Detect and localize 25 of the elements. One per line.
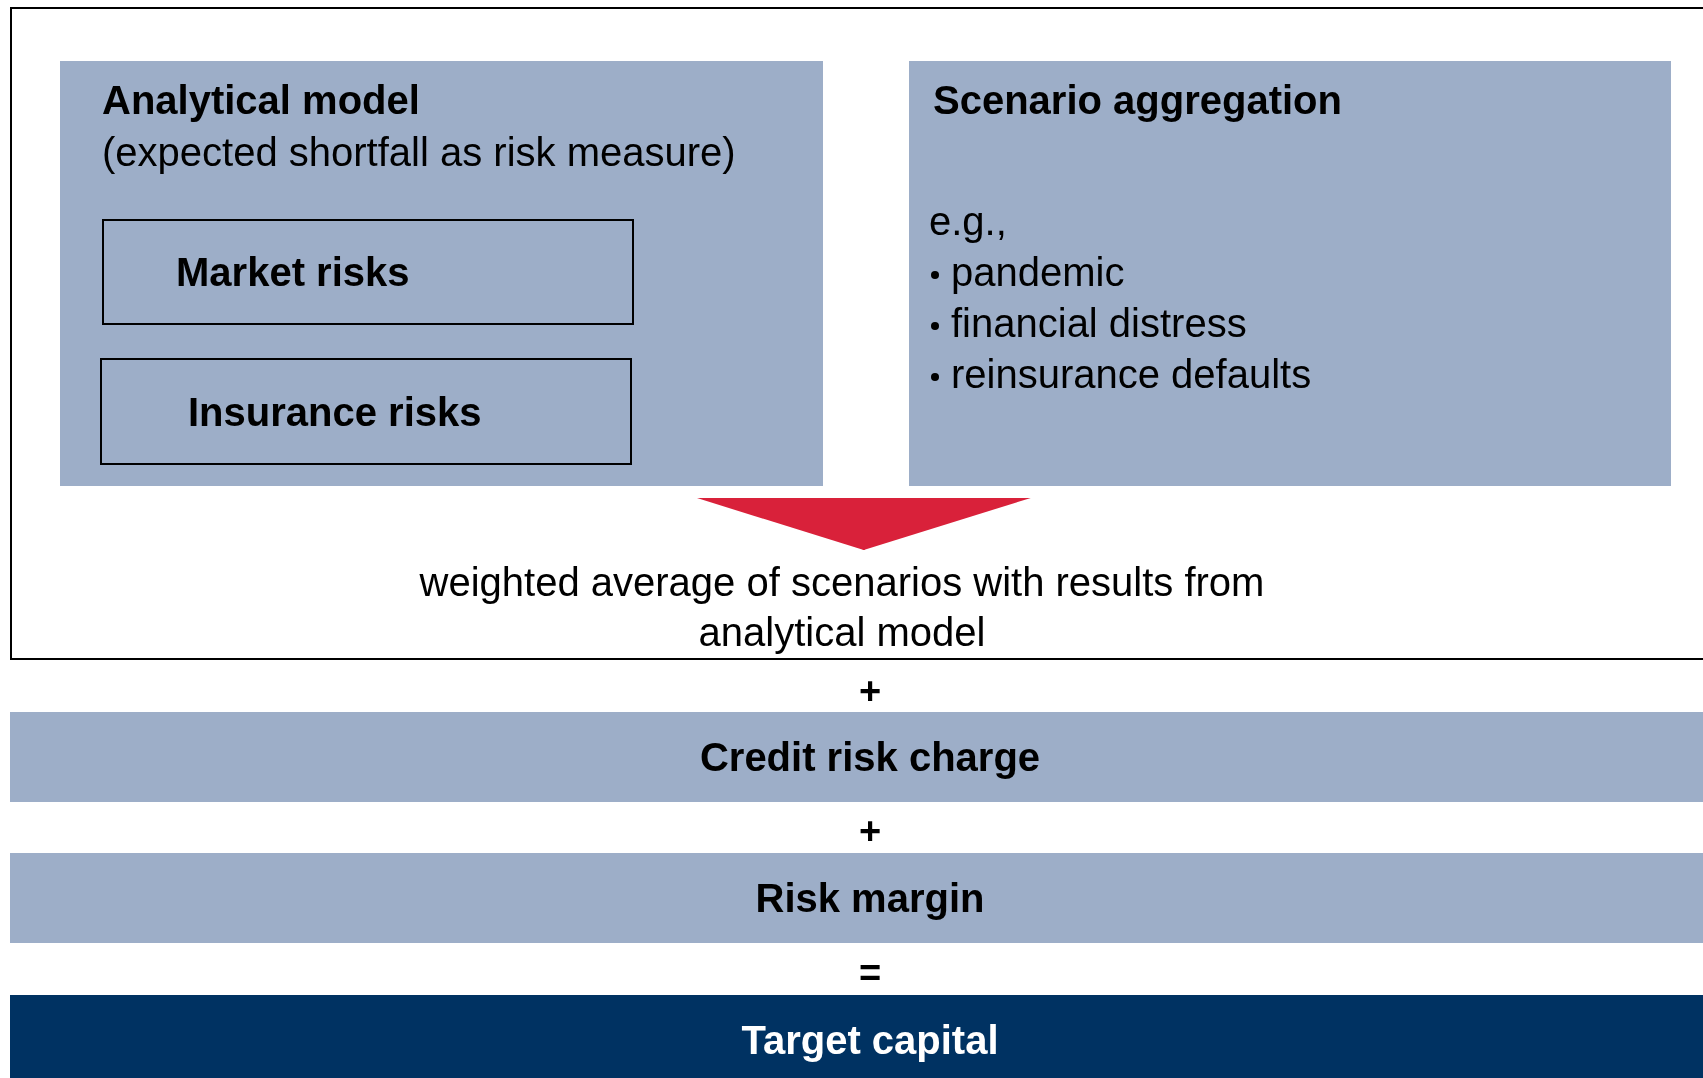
arrow: [696, 497, 1031, 551]
operator-sign: +: [858, 809, 882, 854]
bullet-item: reinsurance defaults: [929, 349, 1312, 399]
operator-sign: +: [858, 669, 882, 714]
box-label: Market risks: [176, 249, 410, 296]
risk-margin-bar: [10, 853, 1703, 943]
bullet-item: pandemic: [929, 247, 1125, 297]
risk-box: [100, 358, 632, 465]
risk-box: [102, 219, 634, 325]
bar-label: Credit risk charge: [698, 734, 1042, 781]
box-label: Insurance risks: [188, 388, 482, 436]
panel-subheading: (expected shortfall as risk measure): [102, 129, 736, 176]
bullet-item: financial distress: [929, 298, 1247, 348]
scenario-panel: [909, 61, 1671, 486]
panel-heading: Analytical model: [102, 77, 420, 124]
result-text: weighted average of scenarios with results from analytical model: [342, 557, 1342, 657]
bar-label: Risk margin: [754, 875, 986, 922]
target-capital-bar: [10, 995, 1703, 1078]
panel-heading: Scenario aggregation: [933, 77, 1342, 124]
bar-label: Target capital: [740, 1017, 1000, 1064]
operator-sign: =: [858, 951, 882, 996]
credit-risk-bar: [10, 712, 1703, 802]
example-intro: e.g.,: [929, 198, 1007, 245]
outer-frame: [10, 7, 1703, 660]
model-panel: [60, 61, 823, 486]
